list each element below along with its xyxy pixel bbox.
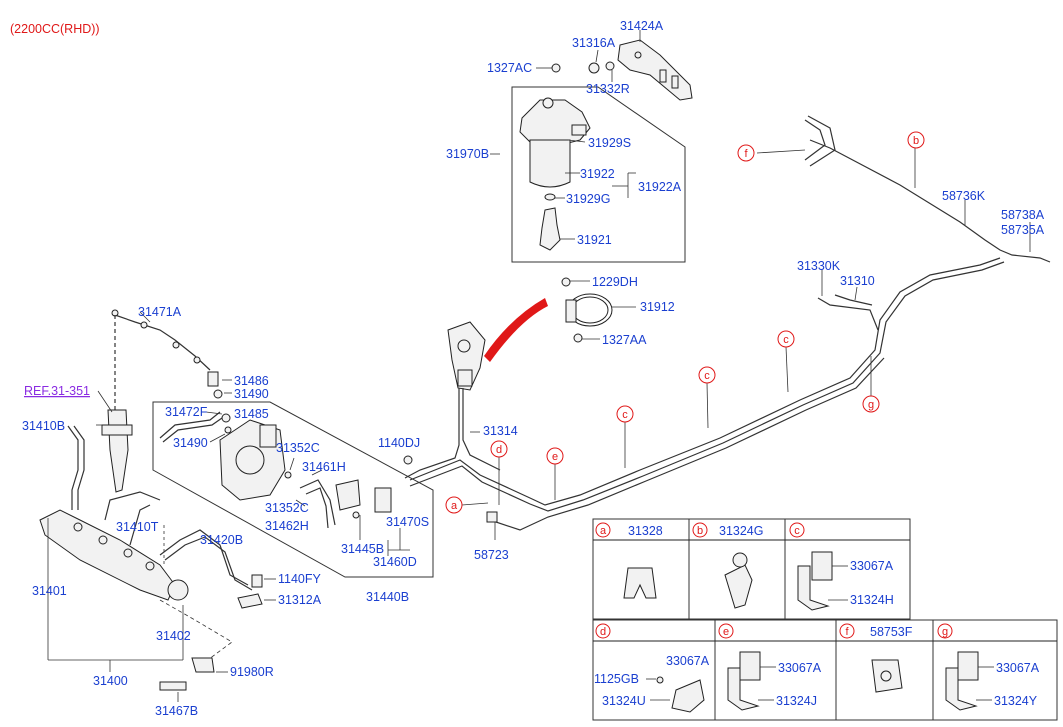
label-31410B: 31410B: [22, 419, 65, 433]
legend-d-part1: 33067A: [666, 654, 710, 668]
legend-f-part: 58753F: [870, 625, 913, 639]
label-31314: 31314: [483, 424, 518, 438]
legend-d-part3: 31324U: [602, 694, 646, 708]
label-31467B: 31467B: [155, 704, 198, 718]
label-31420B: 31420B: [200, 533, 243, 547]
reference-link: REF.31-351: [24, 384, 90, 398]
label-1140DJ: 1140DJ: [378, 436, 420, 450]
svg-text:f: f: [845, 626, 849, 638]
label-31490-bottom: 31490: [173, 436, 208, 450]
legend-cell-f: f 58753F: [839, 623, 913, 693]
mounted-filter: [404, 321, 501, 479]
callout-c2: c: [704, 370, 710, 382]
label-31401: 31401: [32, 584, 67, 598]
callout-c1: c: [783, 334, 789, 346]
engine-parts: [39, 309, 434, 702]
label-31921: 31921: [577, 233, 612, 247]
legend-d-part2: 1125GB: [594, 672, 639, 686]
label-31330K: 31330K: [797, 259, 841, 273]
legend-g-part2: 31324Y: [994, 694, 1038, 708]
label-31970B: 31970B: [446, 147, 489, 161]
label-31922A: 31922A: [638, 180, 682, 194]
fuel-lines: [409, 115, 1051, 540]
label-58735A: 58735A: [1001, 223, 1045, 237]
label-31352C-top: 31352C: [276, 441, 320, 455]
label-1327AA: 1327AA: [602, 333, 647, 347]
label-31332R: 31332R: [586, 82, 630, 96]
legend-cell-b: b 31324G: [692, 522, 763, 609]
part-labels: 31424A 31316A 1327AC 31332R 31929S 31970…: [22, 19, 1045, 718]
label-31410T: 31410T: [116, 520, 159, 534]
label-31424A: 31424A: [620, 19, 664, 33]
label-31472F: 31472F: [165, 405, 208, 419]
label-31929G: 31929G: [566, 192, 610, 206]
label-31316A: 31316A: [572, 36, 616, 50]
legend-cell-d: d 33067A 1125GB 31324U: [594, 623, 710, 713]
svg-text:e: e: [723, 626, 729, 638]
label-31470S: 31470S: [386, 515, 429, 529]
svg-text:a: a: [600, 525, 607, 537]
label-31312A: 31312A: [278, 593, 322, 607]
label-31400: 31400: [93, 674, 128, 688]
detail-arrow: [484, 298, 548, 362]
label-58723: 58723: [474, 548, 509, 562]
label-31352C-bottom: 31352C: [265, 501, 309, 515]
label-31490-top: 31490: [234, 387, 269, 401]
svg-text:g: g: [942, 626, 948, 638]
legend-a-part: 31328: [628, 524, 663, 538]
label-31310: 31310: [840, 274, 875, 288]
label-31461H: 31461H: [302, 460, 346, 474]
label-31922: 31922: [580, 167, 615, 181]
callout-a: a: [451, 500, 458, 512]
label-31460D: 31460D: [373, 555, 417, 569]
label-31402: 31402: [156, 629, 191, 643]
legend-b-part: 31324G: [719, 524, 763, 538]
legend-e-part1: 33067A: [778, 661, 822, 675]
legend-c-part1: 33067A: [850, 559, 894, 573]
legend-cell-e: e 33067A 31324J: [718, 623, 822, 711]
filter-bracket: [561, 277, 636, 343]
label-91980R: 91980R: [230, 665, 274, 679]
legend-e-part2: 31324J: [776, 694, 817, 708]
variant-title: (2200CC(RHD)): [10, 22, 100, 36]
svg-text:b: b: [697, 525, 703, 537]
label-31486: 31486: [234, 374, 269, 388]
legend-cell-g: g 33067A 31324Y: [937, 623, 1040, 711]
callout-c3: c: [622, 409, 628, 421]
callout-g: g: [868, 399, 874, 411]
label-31471A: 31471A: [138, 305, 182, 319]
label-1327AC: 1327AC: [487, 61, 532, 75]
label-31912: 31912: [640, 300, 675, 314]
fuel-filter-assembly: [490, 30, 693, 263]
legend-table: a 31328 b 31324G c 33067A 31324H d 33: [592, 518, 1058, 721]
label-1140FY: 1140FY: [278, 572, 322, 586]
svg-text:c: c: [794, 525, 800, 537]
legend-cell-a: a 31328: [595, 522, 663, 599]
label-31462H: 31462H: [265, 519, 309, 533]
callout-e: e: [552, 451, 558, 463]
label-31440B: 31440B: [366, 590, 409, 604]
callouts: b f c c c d e a g: [445, 131, 925, 514]
callout-b: b: [913, 135, 919, 147]
label-31929S: 31929S: [588, 136, 631, 150]
label-31445B: 31445B: [341, 542, 384, 556]
callout-d: d: [496, 444, 502, 456]
legend-g-part1: 33067A: [996, 661, 1040, 675]
legend-c-part2: 31324H: [850, 593, 894, 607]
callout-f: f: [744, 148, 748, 160]
label-58738A: 58738A: [1001, 208, 1045, 222]
legend-cell-c: c 33067A 31324H: [789, 522, 894, 611]
label-31485: 31485: [234, 407, 269, 421]
label-58736K: 58736K: [942, 189, 986, 203]
svg-text:d: d: [600, 626, 606, 638]
label-1229DH: 1229DH: [592, 275, 638, 289]
